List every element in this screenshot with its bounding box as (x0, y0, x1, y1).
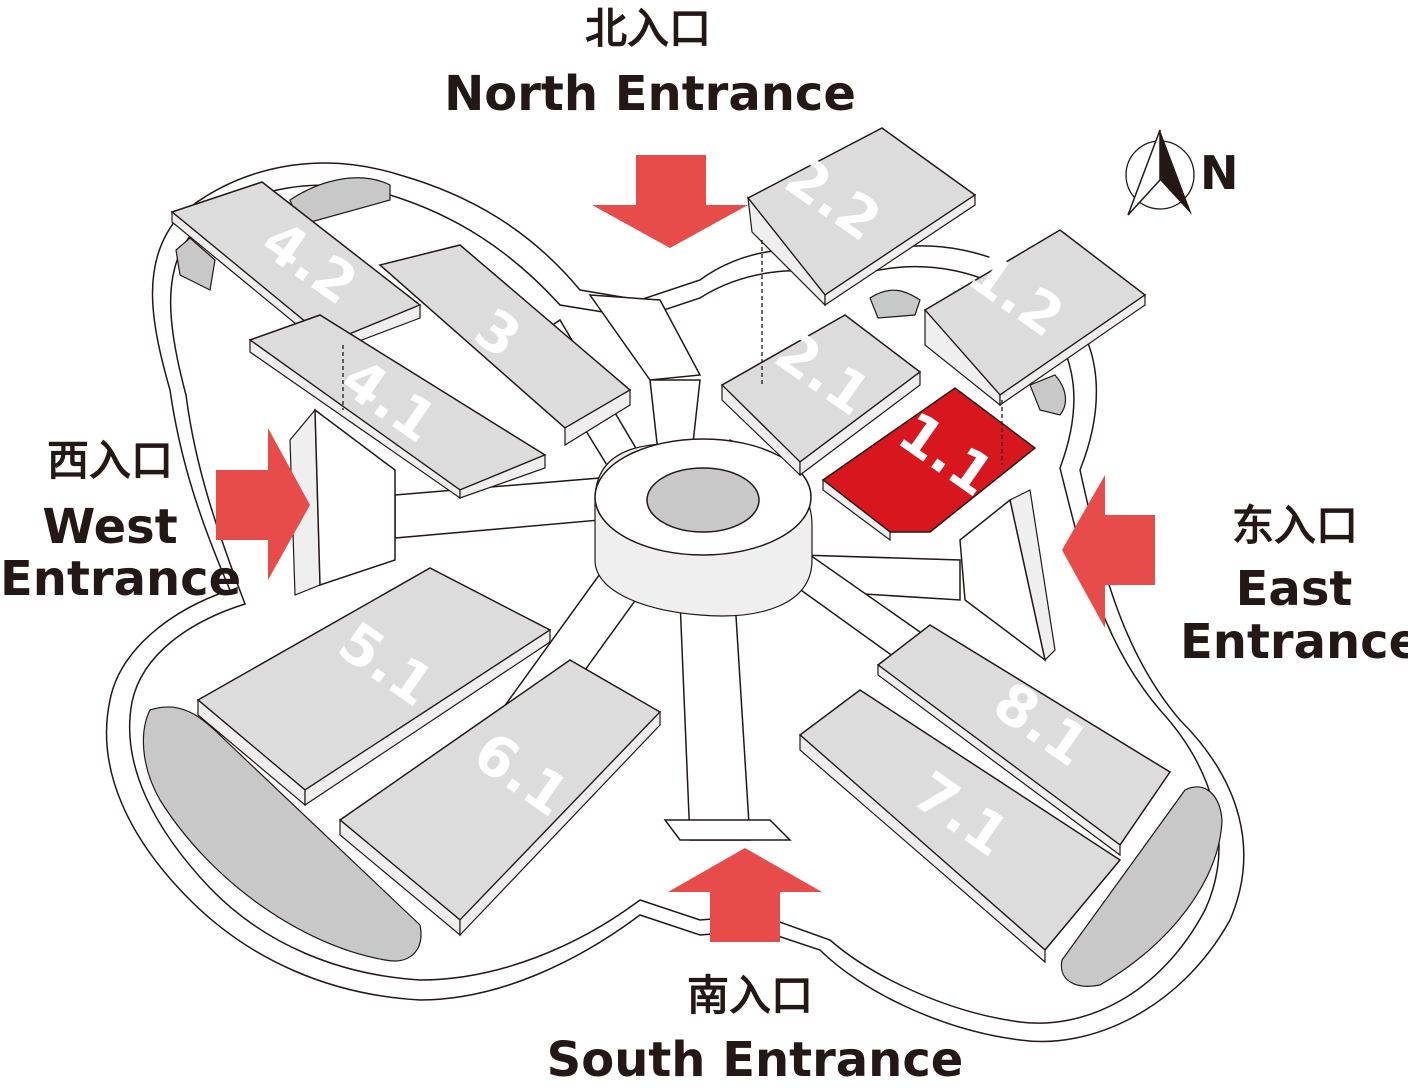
elevated-connectors (342, 240, 1003, 465)
compass-n-label: N (1200, 146, 1239, 200)
east-entrance-cn: 东入口 (1231, 501, 1358, 550)
central-ring (594, 438, 813, 617)
east-entrance-arrow (1062, 475, 1155, 628)
south-entrance-cn: 南入口 (686, 971, 813, 1020)
west-entrance-cn: 西入口 (46, 436, 173, 485)
east-entrance-en-1: East (1235, 561, 1353, 617)
hall-3[interactable]: 3 (378, 244, 632, 447)
east-entrance-pavilion (959, 489, 1056, 662)
west-entrance-en-2: Entrance (0, 551, 242, 607)
hall-4-2[interactable]: 4.2 (170, 181, 422, 354)
north-entrance-en: North Entrance (444, 66, 856, 122)
hall-7-1[interactable]: 7.1 (798, 689, 1122, 964)
hall-8-1[interactable]: 8.1 (876, 624, 1172, 857)
west-entrance-en-1: West (42, 499, 178, 555)
hall-1-2[interactable]: 1.2 (923, 229, 1147, 407)
north-entrance-cn: 北入口 (584, 4, 711, 53)
hall-5-1[interactable]: 5.1 (196, 567, 552, 807)
north-entrance-arrow (592, 155, 748, 248)
south-entrance-en: South Entrance (546, 1032, 964, 1088)
compass (1125, 129, 1195, 216)
hall-4-1[interactable]: 4.1 (248, 314, 547, 500)
hall-2-1[interactable]: 2.1 (720, 314, 922, 477)
east-entrance-en-2: Entrance (1180, 614, 1408, 670)
west-entrance-arrow (216, 428, 310, 580)
south-entrance-arrow (668, 848, 822, 942)
hall-6-1[interactable]: 6.1 (338, 659, 662, 937)
wing-end-caps (142, 177, 1223, 987)
